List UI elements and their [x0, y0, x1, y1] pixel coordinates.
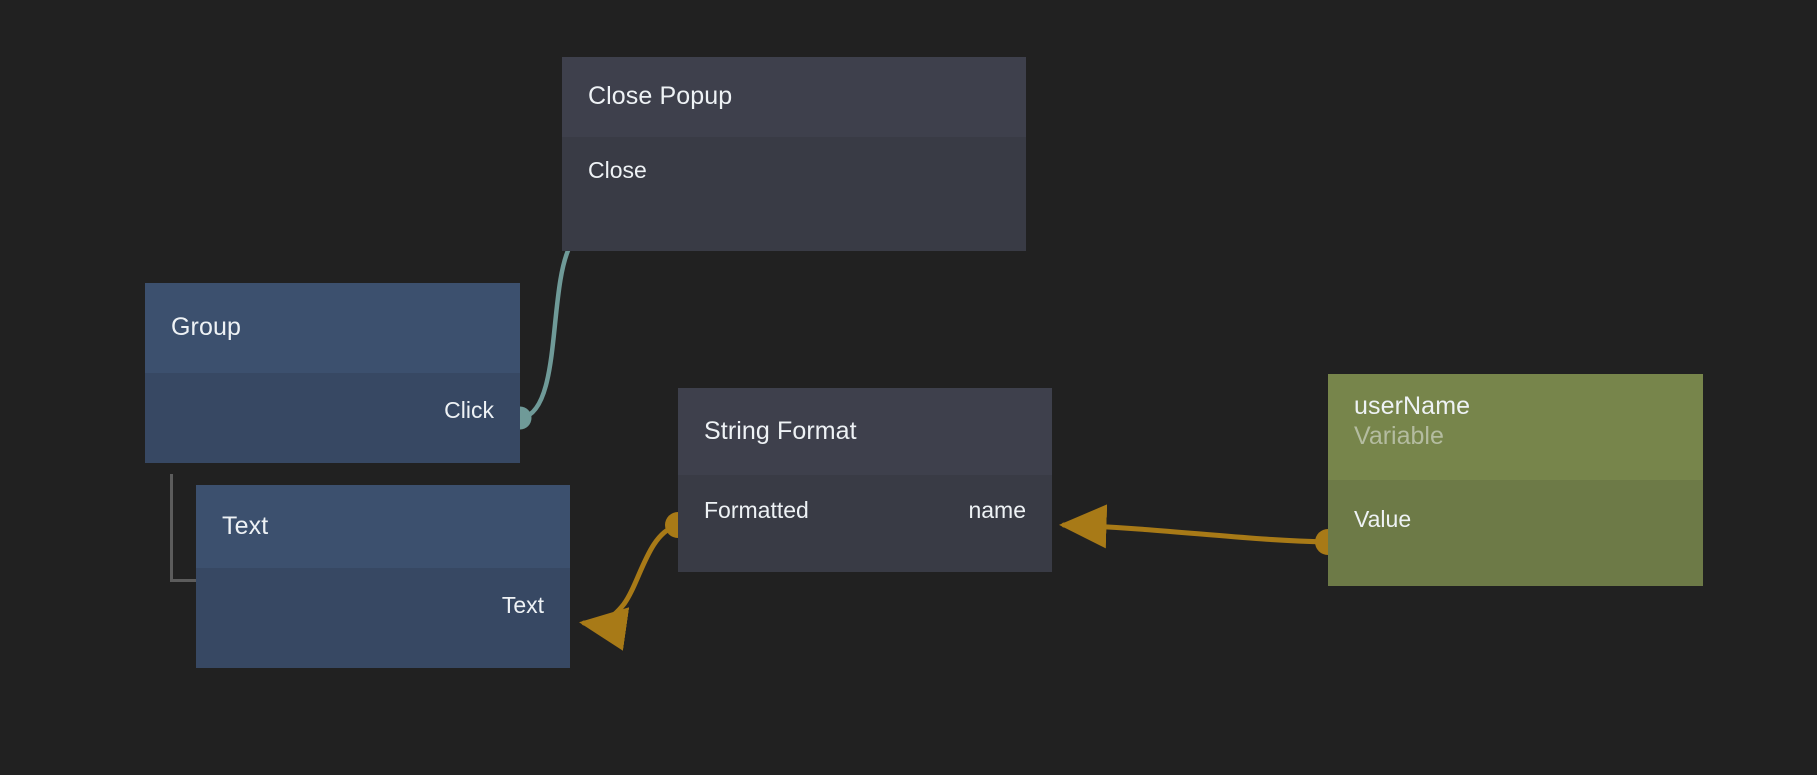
node-text[interactable]: Text Text [196, 485, 570, 668]
node-username-variable[interactable]: userName Variable Value [1328, 374, 1703, 586]
node-group-title: Group [171, 313, 241, 342]
node-username-title: userName [1354, 392, 1471, 420]
node-string-format-header[interactable]: String Format [678, 388, 1052, 475]
node-group-body: Click [145, 373, 520, 463]
node-username-header[interactable]: userName Variable [1328, 374, 1703, 480]
node-close-popup-title: Close Popup [588, 82, 733, 111]
port-text-text[interactable]: Text [196, 592, 570, 620]
port-close-popup-close[interactable]: Close [562, 157, 1026, 185]
node-close-popup-body: Close [562, 137, 1026, 251]
node-close-popup[interactable]: Close Popup Close [562, 57, 1026, 251]
port-close-popup-close-label: Close [588, 157, 647, 183]
node-string-format-body: Formatted name [678, 475, 1052, 572]
port-group-click-label: Click [444, 397, 494, 423]
node-username-body: Value [1328, 480, 1703, 586]
port-text-text-label: Text [501, 592, 544, 618]
port-string-format-formatted-label: Formatted [704, 497, 809, 523]
hierarchy-bracket [170, 474, 197, 582]
node-string-format[interactable]: String Format Formatted name [678, 388, 1052, 572]
node-username-subtitle: Variable [1354, 421, 1444, 450]
port-group-click[interactable]: Click [145, 397, 520, 425]
port-string-format-name-label: name [968, 497, 1026, 523]
port-username-value-label: Value [1354, 506, 1412, 532]
node-text-header[interactable]: Text [196, 485, 570, 568]
node-text-body: Text [196, 568, 570, 668]
wire-username-value-to-string-format-name [1059, 504, 1329, 549]
node-group-header[interactable]: Group [145, 283, 520, 373]
node-text-title: Text [222, 511, 269, 540]
wire-string-format-formatted-to-text [579, 523, 679, 651]
port-string-format-row[interactable]: Formatted name [678, 497, 1052, 525]
node-group[interactable]: Group Click [145, 283, 520, 463]
node-string-format-title: String Format [704, 416, 857, 445]
port-username-value[interactable]: Value [1328, 506, 1703, 534]
node-close-popup-header[interactable]: Close Popup [562, 57, 1026, 137]
